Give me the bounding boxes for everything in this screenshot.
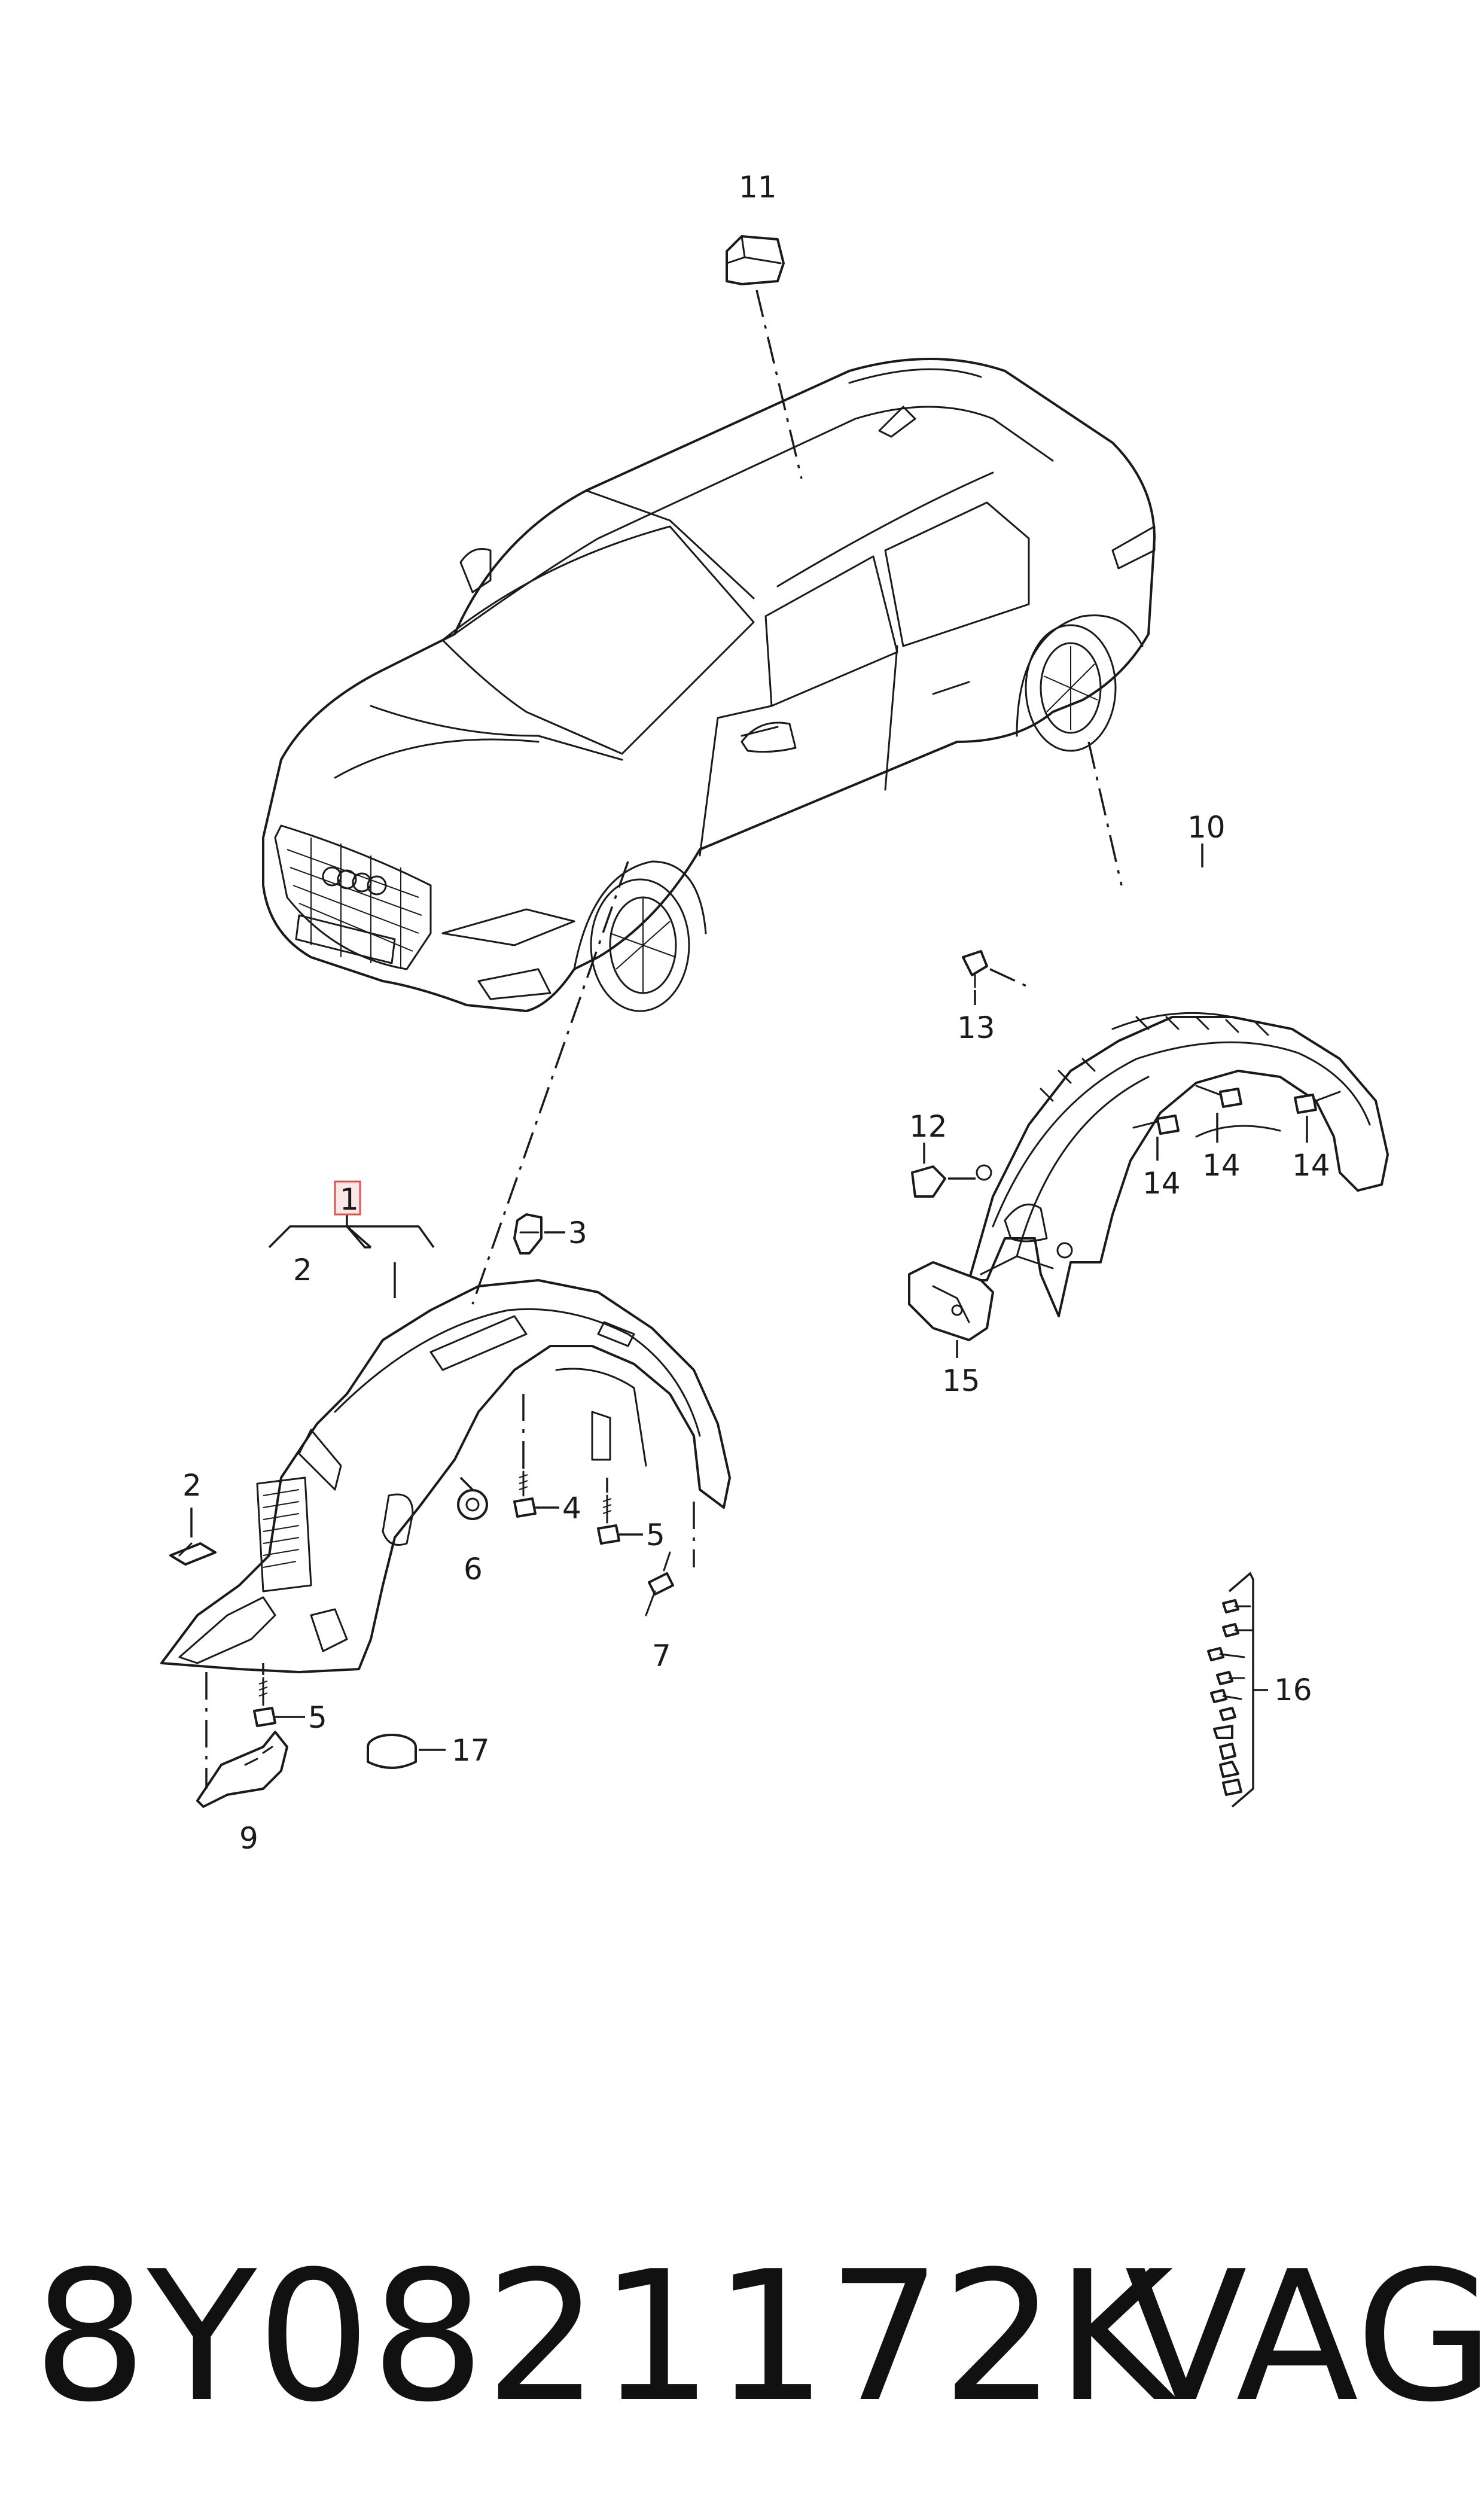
callout-9: 9 [239, 1821, 258, 1856]
callout-11: 11 [739, 170, 777, 205]
part-7-rivet [645, 1551, 674, 1616]
callout-12: 12 [909, 1109, 947, 1144]
callout-5-lower: 5 [308, 1700, 327, 1735]
callout-13: 13 [957, 1010, 995, 1045]
part-15-bracket [908, 1261, 994, 1341]
leader-11 [755, 290, 803, 479]
callout-17: 17 [452, 1733, 490, 1768]
part-5-screw-lower [253, 1677, 276, 1727]
callout-3: 3 [568, 1216, 587, 1250]
leader-13 [989, 968, 1029, 988]
callout-15: 15 [942, 1363, 980, 1398]
leader-car-to-rear-liner [1087, 741, 1123, 886]
leader-front-6 [459, 1476, 474, 1491]
part-17-plug [367, 1734, 417, 1769]
callout-14-c: 14 [1292, 1148, 1330, 1183]
callout-2-left: 2 [182, 1468, 202, 1503]
front-wheel-housing-liner [160, 1279, 731, 1673]
part-11-antenna-base [726, 235, 785, 285]
part-5-screw-upper [597, 1494, 620, 1545]
part-2-clip [169, 1542, 217, 1566]
part-16-fastener-kit [1207, 1599, 1254, 1796]
callout-5-upper: 5 [646, 1518, 665, 1552]
part-12-clip [911, 1165, 946, 1198]
callout-2-top: 2 [293, 1253, 312, 1287]
callout-16: 16 [1274, 1673, 1312, 1707]
highlight-box-1 [334, 1180, 361, 1216]
part-14-screw-a [1132, 1115, 1180, 1135]
part-14-screw-c [1294, 1091, 1341, 1114]
part-14-screw-b [1195, 1085, 1242, 1108]
part-13-clip [962, 950, 988, 988]
bracket-16 [1228, 1572, 1268, 1808]
part-9-bracket [196, 1731, 288, 1808]
callout-10: 10 [1187, 810, 1226, 845]
rear-wheel-housing-liner [968, 1012, 1389, 1317]
bracket-1 [268, 1225, 435, 1249]
part-4-screw [513, 1470, 537, 1518]
callout-4: 4 [562, 1491, 581, 1526]
part-number: 8Y0821172K [33, 2233, 1179, 2441]
part-6-nut [457, 1489, 488, 1520]
leader-car-to-front-liner [471, 861, 629, 1305]
callout-14-a: 14 [1142, 1166, 1181, 1201]
car-illustration [262, 358, 1156, 1012]
callout-7: 7 [652, 1639, 671, 1673]
part-3-clip [513, 1213, 543, 1255]
callout-14-b: 14 [1202, 1148, 1241, 1183]
brand-name: VAG [1125, 2233, 1484, 2441]
callout-1: 1 [340, 1182, 359, 1217]
callout-6: 6 [464, 1552, 483, 1587]
